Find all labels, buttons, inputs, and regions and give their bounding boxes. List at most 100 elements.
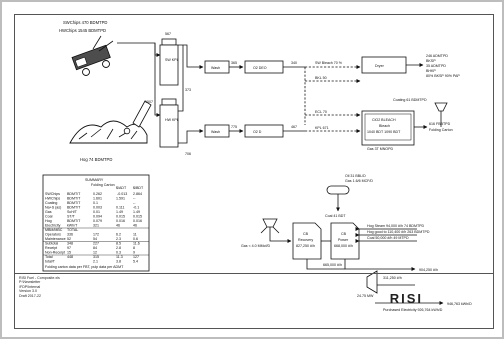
- summary-cell: Coating: [45, 201, 57, 205]
- board-out-2: Folding Carton: [429, 128, 453, 132]
- footer-line-2: P:\Newsletter: [19, 280, 41, 285]
- summary-cell: --: [133, 201, 136, 205]
- footer-divider: [15, 273, 493, 274]
- summary-cell: BDMT/T: [67, 206, 81, 210]
- header-steam: 665,000 #/h: [323, 263, 342, 267]
- gas-label: Gas 1.6/6 MCF/D: [345, 179, 373, 183]
- summary-cell: Receipt: [45, 246, 57, 250]
- svg-text:CB: CB: [341, 232, 347, 236]
- power-output: 24.75 MW: [357, 294, 374, 298]
- summary-footnote: Folding carton data per FBT, pulp data p…: [45, 265, 124, 269]
- footer-line-5: Draft 2017-22: [19, 293, 41, 298]
- flow-1507: 1507: [145, 100, 153, 104]
- dryer-out-2: BKSP: [426, 59, 436, 63]
- sw-digester-label: SW KPL: [165, 58, 179, 62]
- summary-cell: 12: [93, 251, 97, 255]
- coating-label: Coating 61 BDMTPD: [393, 98, 427, 102]
- diagram-sheet: SWChips 470 BDMTPD HWChips 1545 BDMTPD H…: [14, 14, 494, 329]
- flow-567: 567: [165, 32, 171, 36]
- summary-cell: 8: [133, 246, 135, 250]
- flow-373: 373: [185, 88, 191, 92]
- svg-text:Wash: Wash: [211, 66, 220, 70]
- summary-cell: 46: [116, 224, 120, 228]
- summary-cell: BDMT/T: [67, 219, 81, 223]
- summary-cell: 0.016: [133, 219, 142, 223]
- summary-cell: total/T: [45, 260, 56, 264]
- summary-cell: 2.8: [116, 246, 121, 250]
- summary-cell: 97: [67, 246, 71, 250]
- summary-cell: BDMT/T: [67, 192, 81, 196]
- svg-text:ClO2 BLEACH: ClO2 BLEACH: [372, 118, 396, 122]
- summary-cell: 336: [67, 233, 73, 237]
- risi-logo: RISI: [389, 291, 423, 306]
- sw-chips-label: SWChips 470 BDMTPD: [63, 20, 107, 25]
- summary-cell: 84: [93, 246, 97, 250]
- summary-cell: 2.3: [116, 237, 121, 241]
- flow-340: 340: [291, 61, 297, 65]
- summary-cell: 0.015: [133, 215, 142, 219]
- steam-2: Hog good to 110,400 #/h 263 BDMTPD: [367, 230, 430, 234]
- summary-cell: -0.1: [133, 206, 139, 210]
- summary-cell: 448: [67, 255, 73, 259]
- board-out-1: 616 FBBTPD: [429, 122, 451, 126]
- footer-line-4: Version 3.0: [19, 289, 37, 294]
- summary-cell: TOTAL: [67, 228, 78, 232]
- summary-cell: Non-Receipt: [45, 251, 65, 255]
- recovery-boiler: CB Recovery 827,250 #/h: [292, 222, 322, 260]
- board-machine: [361, 110, 415, 146]
- summary-cell: --: [133, 197, 136, 201]
- summary-cell: 0.3: [116, 251, 121, 255]
- steam-3: Coal 50,000 #/h 49 MTPD: [367, 236, 409, 240]
- summary-cell: Operators: [45, 233, 61, 237]
- purchased-electricity: Purchased Electricity 926,764 kWh/D: [383, 308, 443, 312]
- hw-digester-label: HW KPL: [165, 118, 179, 122]
- summary-cell: SWChips: [45, 192, 60, 196]
- wood-pile-icon: [69, 100, 152, 144]
- summary-cell: Maintenance: [45, 237, 66, 241]
- footer-file-info: RISI Fuel - Composite.xls P:\Newsletter …: [19, 276, 99, 298]
- bleach-kpl-note: KPL 671: [315, 126, 329, 130]
- svg-text:O2 DEO: O2 DEO: [253, 66, 267, 70]
- summary-cell: 1.49: [133, 210, 140, 214]
- svg-text:Power: Power: [338, 238, 349, 242]
- summary-cell: Gas: [45, 210, 52, 214]
- summary-cell: 1.601: [93, 197, 102, 201]
- summary-cell: 0.016: [116, 219, 125, 223]
- summary-cell: 2.1: [93, 260, 98, 264]
- summary-cell: HWChips: [45, 197, 60, 201]
- summary-cell: 0.01: [93, 210, 100, 214]
- summary-cell: 11.3: [116, 255, 123, 259]
- summary-cell: 0.111: [116, 206, 124, 210]
- summary-cell: -0.013: [116, 192, 127, 196]
- summary-cell: ST/T: [67, 215, 76, 219]
- summary-cell: Hog: [45, 219, 52, 223]
- oil-label: Oil 31 BBL/D: [345, 174, 366, 178]
- elec-total: 946,763 kWh/D: [447, 302, 472, 306]
- summary-cell: 8.5: [116, 242, 121, 246]
- summary-cell: 0.003: [93, 206, 102, 210]
- summary-cell: Total: [45, 255, 53, 259]
- gas-coal-label: Gas < 4.0 MMcf/D: [241, 244, 270, 248]
- summary-header-adt: $/ADT: [116, 186, 127, 190]
- oil-tank-icon: [326, 185, 350, 195]
- summary-cell: BDMT/T: [67, 201, 81, 205]
- o2-delig-bottom: [244, 124, 284, 138]
- turbine-flow: 311,250 #/h: [383, 276, 402, 280]
- summary-cell: Na+S (as): [45, 206, 61, 210]
- svg-text:668,000 #/h: 668,000 #/h: [334, 244, 353, 248]
- summary-header-folding: Folding Carton: [91, 183, 115, 187]
- svg-text:1040 BDT 1090 BDT: 1040 BDT 1090 BDT: [367, 130, 401, 134]
- summary-cell: Electricity: [45, 224, 61, 228]
- steam-1: Hog Steam 94,000 #/h 74 BDMTPD: [367, 224, 425, 228]
- turbine-icon: [366, 270, 378, 294]
- svg-text:Recovery: Recovery: [298, 238, 313, 242]
- coating-hopper-icon: [434, 102, 448, 119]
- coal-hopper-icon: [260, 218, 280, 234]
- dryer-out-1: 246 ADMTPD: [426, 54, 448, 58]
- hw-digester: HW KPL: [159, 98, 179, 148]
- flow-365: 365: [231, 61, 237, 65]
- svg-text:Dryer: Dryer: [375, 64, 385, 68]
- summary-cell: 1.49: [116, 210, 123, 214]
- summary-header-bdt: $/BDT: [133, 186, 144, 190]
